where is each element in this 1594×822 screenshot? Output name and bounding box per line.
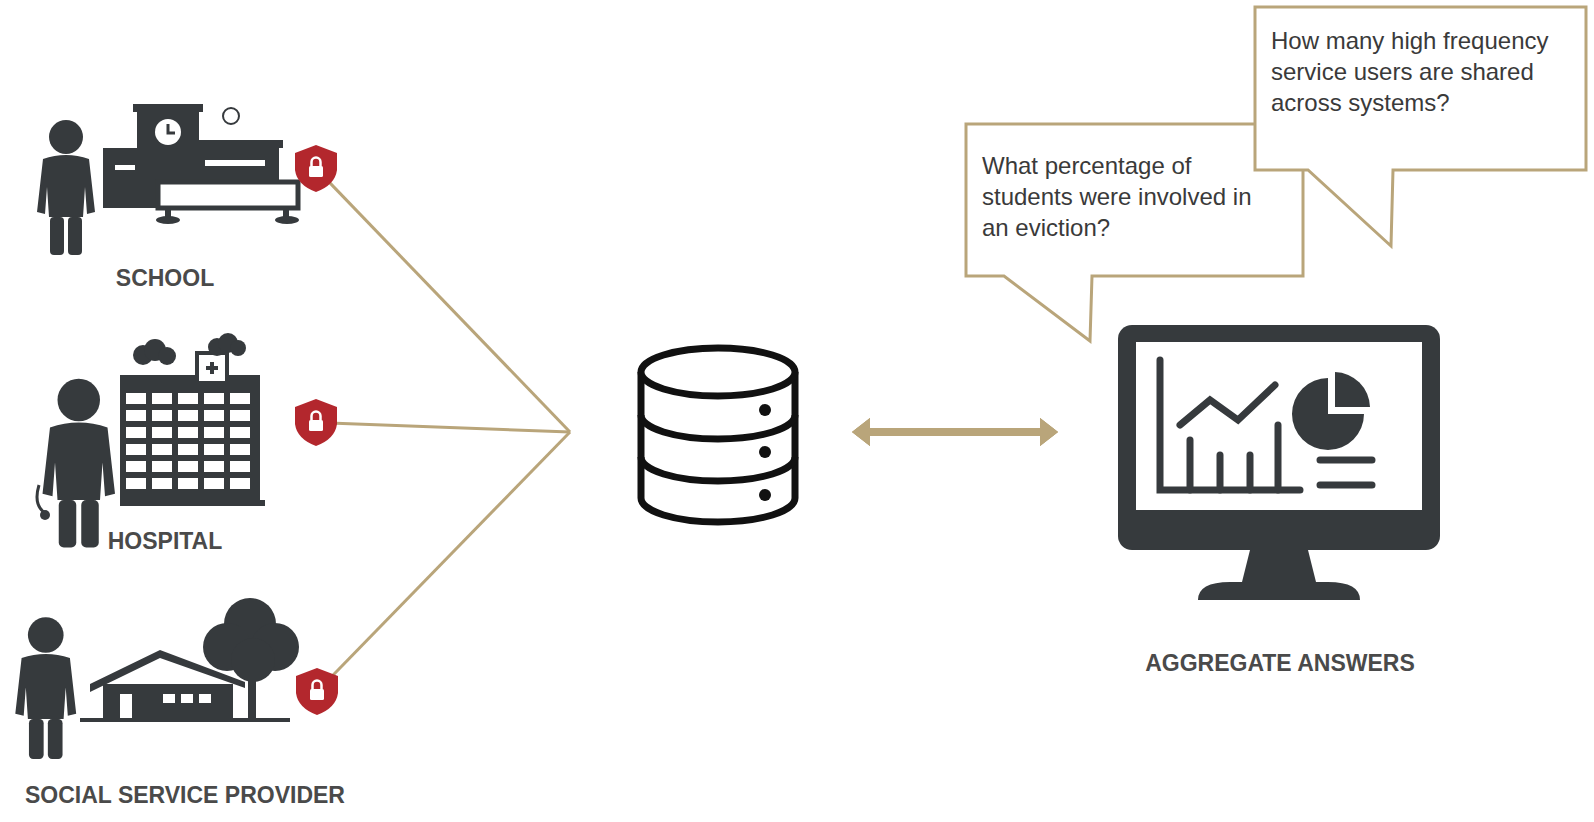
- callout-text: How many high frequency service users ar…: [1271, 25, 1561, 118]
- icon-node: SOCIAL SERVICE PROVIDER: [5, 602, 370, 820]
- school-building: [103, 104, 299, 224]
- monitor-icon: [1118, 325, 1440, 600]
- shield-icon: [295, 399, 337, 446]
- callout-text: What percentage of students were involve…: [982, 150, 1282, 243]
- person-figure: [37, 120, 95, 255]
- node-label: SCHOOL: [25, 265, 305, 292]
- node-label: HOSPITAL: [25, 528, 305, 555]
- shield-icon: [296, 668, 338, 715]
- database-icon: [641, 348, 795, 522]
- node-icon: [1110, 320, 1450, 690]
- icon-node: SCHOOL: [25, 100, 345, 295]
- social-house: [80, 598, 299, 722]
- node-icon: [25, 335, 345, 560]
- person-figure: [15, 617, 76, 759]
- hospital-windows: [126, 393, 250, 489]
- hospital-building: [37, 333, 265, 520]
- shield-icon: [295, 145, 337, 192]
- icon-node: AGGREGATE ANSWERS: [1110, 320, 1450, 690]
- icon-node: HOSPITAL: [25, 335, 345, 560]
- node-label: SOCIAL SERVICE PROVIDER: [5, 782, 365, 809]
- node-label: AGGREGATE ANSWERS: [1110, 650, 1450, 677]
- person-figure: [43, 379, 116, 548]
- callout-box: How many high frequency service users ar…: [1253, 5, 1588, 172]
